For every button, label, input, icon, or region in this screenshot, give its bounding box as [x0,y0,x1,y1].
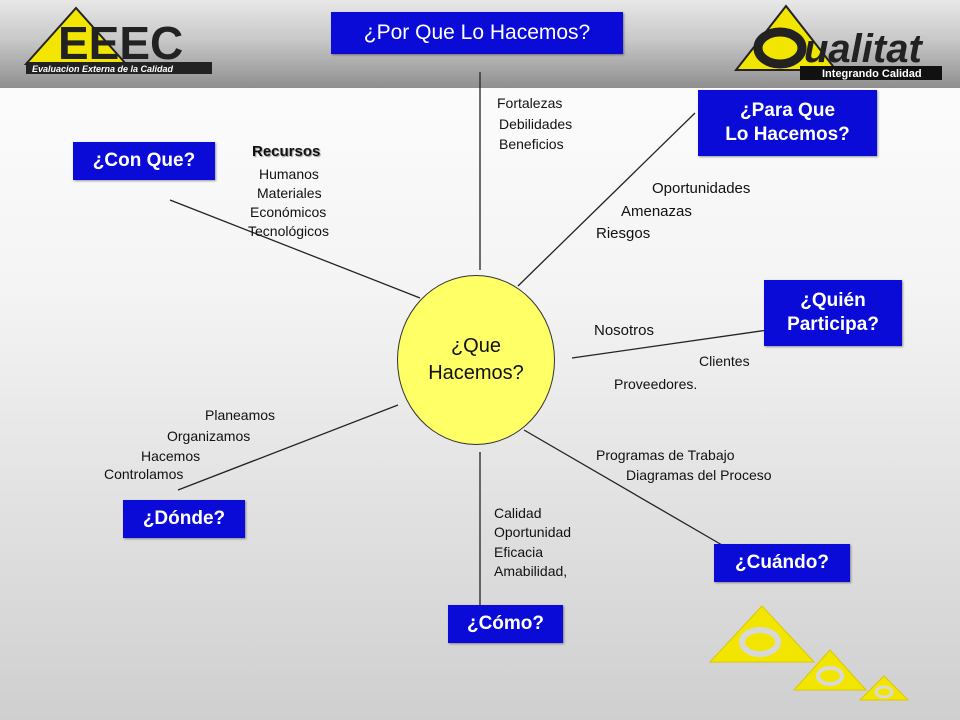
label-organizamos: Organizamos [167,428,251,444]
box-para-que: ¿Para Que Lo Hacemos? [698,90,877,156]
box-para-que-line2: Lo Hacemos? [725,124,850,145]
label-controlamos: Controlamos [104,466,184,482]
box-como: ¿Cómo? [448,605,563,643]
center-node-line1: ¿Que [450,335,501,357]
box-con-que-label: ¿Con Que? [92,150,196,172]
label-hacemos: Hacemos [141,448,201,464]
label-eficacia: Eficacia [494,544,544,560]
eeec-logo-letters: EEEC [58,17,183,69]
box-quien-line2: Participa? [787,314,879,335]
label-recursos-title: Recursos [252,143,321,160]
box-como-label: ¿Cómo? [466,613,545,635]
label-planeamos: Planeamos [205,407,276,423]
box-quien: ¿Quién Participa? [764,280,902,346]
label-oportunidades: Oportunidades [652,180,751,197]
box-quien-line1: ¿Quién [800,290,866,312]
label-proveedores: Proveedores. [614,376,698,392]
label-economicos: Económicos [250,204,327,220]
label-clientes: Clientes [699,353,750,369]
box-por-que: ¿Por Que Lo Hacemos? [331,12,623,54]
line-con-que [169,199,421,299]
label-oportunidad: Oportunidad [494,524,572,540]
box-con-que: ¿Con Que? [73,142,215,180]
deco-q-icon-large [739,627,781,657]
label-tecnologicos: Tecnológicos [248,223,329,239]
box-donde-label: ¿Dónde? [142,508,226,530]
box-cuando: ¿Cuándo? [714,544,850,582]
qualitat-logo-name: ualitat [804,27,923,71]
line-donde [177,404,399,491]
label-nosotros: Nosotros [594,322,655,339]
center-node: ¿Que Hacemos? [397,275,555,445]
label-fortalezas: Fortalezas [497,95,563,111]
deco-q-icon-small [874,685,894,699]
eeec-logo: EEEC Evaluacion Externa de la Calidad [23,6,212,74]
label-debilidades: Debilidades [499,116,573,132]
line-quien [571,329,769,359]
center-node-line2: Hacemos? [428,362,524,384]
box-para-que-line1: ¿Para Que [739,100,836,122]
box-por-que-label: ¿Por Que Lo Hacemos? [363,20,591,44]
box-donde: ¿Dónde? [123,500,245,538]
label-calidad: Calidad [494,505,542,521]
label-materiales: Materiales [257,185,322,201]
label-amabilidad: Amabilidad, [494,563,568,579]
label-riesgos: Riesgos [596,225,651,242]
label-amenazas: Amenazas [621,203,692,220]
decorative-q-triangles [708,605,910,701]
deco-q-icon-medium [816,666,844,686]
qualitat-logo: ualitat Integrando Calidad [733,4,942,80]
label-programas: Programas de Trabajo [596,447,735,463]
line-para-que [517,112,696,287]
line-cuando [523,429,723,546]
box-cuando-label: ¿Cuándo? [735,552,829,574]
label-humanos: Humanos [259,166,319,182]
label-beneficios: Beneficios [499,136,564,152]
eeec-logo-tagline: Evaluacion Externa de la Calidad [32,64,174,74]
label-diagramas: Diagramas del Proceso [626,467,772,483]
qualitat-q-icon [753,27,807,69]
qualitat-logo-tagline: Integrando Calidad [822,68,922,80]
